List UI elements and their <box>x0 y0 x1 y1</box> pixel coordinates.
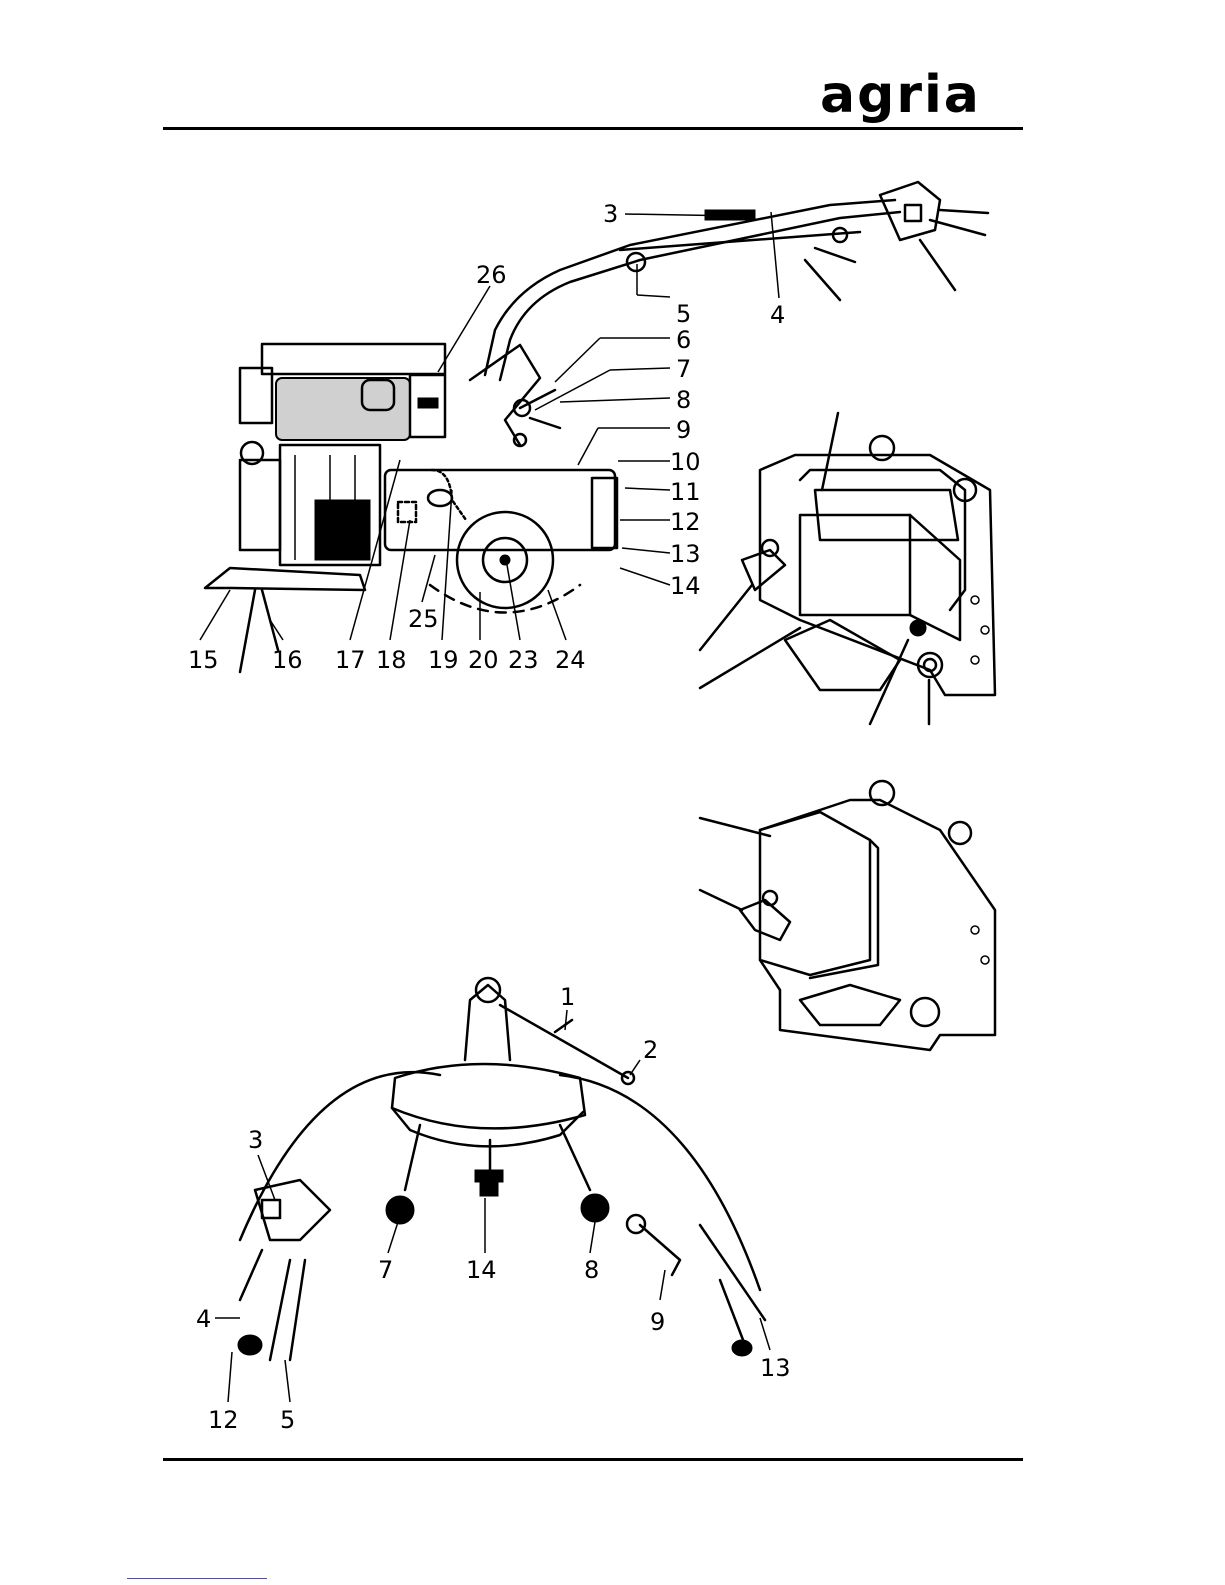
callout-label: 20 <box>468 646 499 674</box>
callout-label: 14 <box>466 1256 497 1284</box>
callout-label: 19 <box>428 646 459 674</box>
battery-cover-drawing <box>700 781 995 1050</box>
callout-label: 14 <box>670 572 701 600</box>
callout-label: 7 <box>378 1256 393 1284</box>
callout-label: 6 <box>676 326 691 354</box>
callout-label: 15 <box>188 646 219 674</box>
callout-label: 24 <box>555 646 586 674</box>
battery-mount-drawing <box>700 413 995 724</box>
callout-label: 12 <box>670 508 701 536</box>
callout-label: 5 <box>280 1406 295 1434</box>
callout-label: 23 <box>508 646 539 674</box>
callout-label: 5 <box>676 300 691 328</box>
callout-label: 9 <box>676 416 691 444</box>
handlebar-rear-view-drawing <box>238 978 765 1360</box>
callout-label: 1 <box>560 983 575 1011</box>
tractor-side-view-drawing <box>205 182 988 672</box>
callout-label: 8 <box>676 386 691 414</box>
callout-label: 25 <box>408 605 439 633</box>
callout-label: 16 <box>272 646 303 674</box>
leader-lines-bottom <box>215 1010 770 1402</box>
callout-label: 9 <box>650 1308 665 1336</box>
callout-label: 12 <box>208 1406 239 1434</box>
callout-label: 4 <box>196 1305 211 1333</box>
callout-label: 11 <box>670 478 701 506</box>
callout-label: 13 <box>670 540 701 568</box>
callout-label: 7 <box>676 355 691 383</box>
callout-label: 8 <box>584 1256 599 1284</box>
callout-label: 13 <box>760 1354 791 1382</box>
callout-label: 4 <box>770 301 785 329</box>
callout-label: 17 <box>335 646 366 674</box>
callout-label: 26 <box>476 261 507 289</box>
callout-label: 18 <box>376 646 407 674</box>
callout-label: 3 <box>248 1126 263 1154</box>
callout-label: 3 <box>603 200 618 228</box>
callout-label: 2 <box>643 1036 658 1064</box>
callout-label: 10 <box>670 448 701 476</box>
